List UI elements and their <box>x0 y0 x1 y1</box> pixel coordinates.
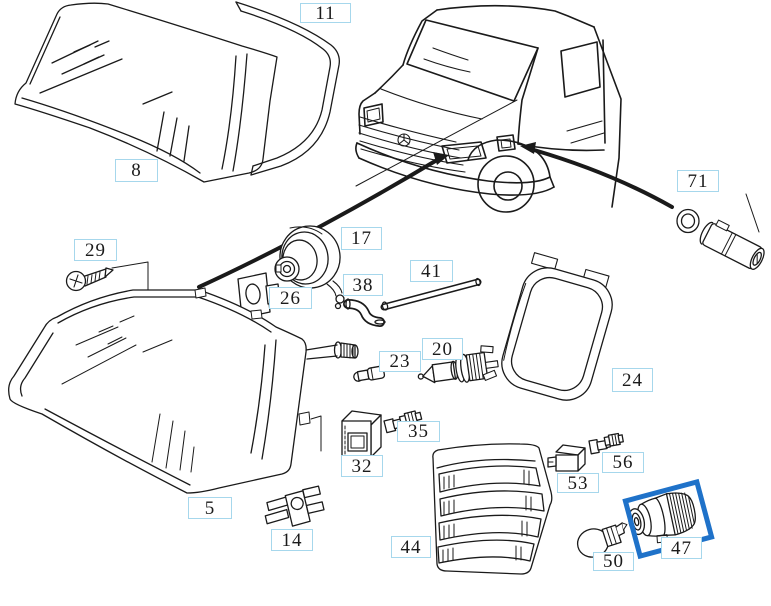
part-callout-41[interactable]: 41 <box>410 260 453 282</box>
pointer-arrow-right <box>520 142 674 209</box>
part-callout-38[interactable]: 38 <box>343 274 383 296</box>
grille-trim-drawing[interactable] <box>432 443 553 575</box>
part-callout-53[interactable]: 53 <box>557 473 599 493</box>
part-callout-24[interactable]: 24 <box>612 368 653 392</box>
part-callout-23[interactable]: 23 <box>379 351 421 372</box>
part-callout-32[interactable]: 32 <box>341 455 383 477</box>
part-callout-11[interactable]: 11 <box>300 3 351 23</box>
screw-drawing[interactable] <box>65 267 114 292</box>
vacuum-actuator-drawing[interactable] <box>274 222 345 310</box>
bulb-50-drawing[interactable] <box>574 522 631 561</box>
part-callout-26[interactable]: 26 <box>269 287 312 309</box>
bulb-20-drawing[interactable] <box>415 344 500 390</box>
vehicle-inset-drawing <box>355 4 622 213</box>
part-callout-56[interactable]: 56 <box>602 452 644 473</box>
bulb-socket-47-drawing[interactable] <box>625 489 700 549</box>
part-callout-44[interactable]: 44 <box>391 536 431 558</box>
headlamp-seal-drawing[interactable] <box>235 1 340 176</box>
part-callout-35[interactable]: 35 <box>397 421 440 442</box>
part-callout-17[interactable]: 17 <box>341 227 382 250</box>
headlamp-lens-drawing[interactable] <box>14 2 278 183</box>
part-callout-8[interactable]: 8 <box>115 159 158 182</box>
part-callout-29[interactable]: 29 <box>74 239 117 261</box>
bulb-23-drawing[interactable] <box>353 365 386 383</box>
part-callout-5[interactable]: 5 <box>188 497 232 519</box>
part-callout-14[interactable]: 14 <box>271 529 313 551</box>
part-callout-47[interactable]: 47 <box>661 537 702 559</box>
grommet-socket-71-drawing[interactable] <box>676 193 769 272</box>
connector-housing-drawing[interactable] <box>341 410 382 458</box>
part-callout-20[interactable]: 20 <box>422 338 463 360</box>
leader-line-32 <box>310 415 322 452</box>
relay-drawing[interactable] <box>547 444 586 472</box>
elbow-hose-drawing[interactable] <box>343 298 386 327</box>
headlamp-housing-drawing[interactable] <box>8 287 359 494</box>
fittings-56-drawing[interactable] <box>588 432 624 455</box>
gasket-frame-drawing[interactable] <box>496 252 621 406</box>
straight-hose-drawing[interactable] <box>380 277 482 311</box>
part-callout-71[interactable]: 71 <box>677 170 719 192</box>
clip-drawing[interactable] <box>263 485 326 529</box>
part-callout-50[interactable]: 50 <box>593 552 634 571</box>
